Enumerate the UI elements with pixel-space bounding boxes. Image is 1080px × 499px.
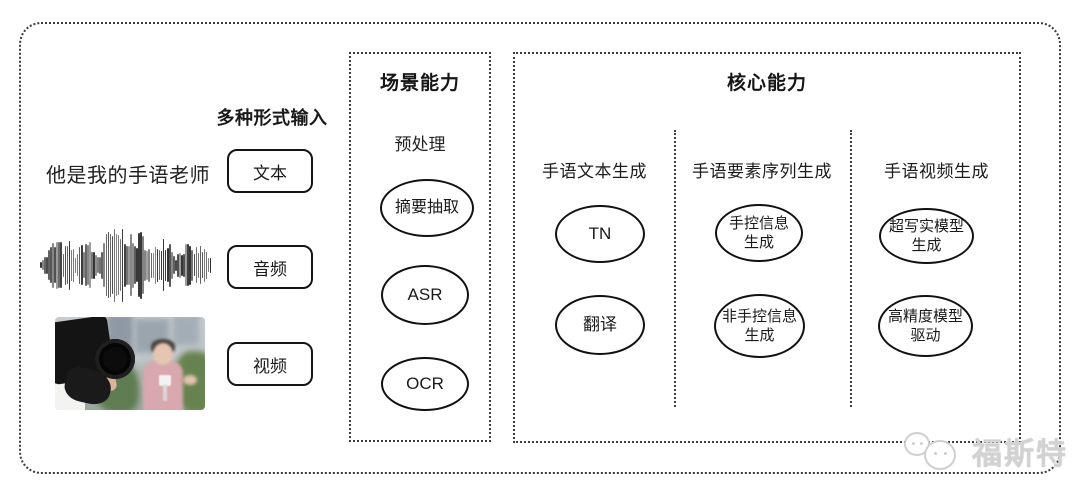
photo-microphone-stem — [163, 385, 167, 401]
node-manual-info-generation: 手控信息 生成 — [715, 204, 803, 262]
photo-reporter-face — [153, 343, 173, 365]
core-capability-box: 核心能力 手语文本生成 手语要素序列生成 手语视频生成 TN 翻译 手控信息 生… — [513, 52, 1021, 443]
node-non-manual-info-generation: 非手控信息 生成 — [714, 294, 805, 358]
input-type-audio-label: 音频 — [253, 259, 287, 279]
photo-microphone — [159, 375, 171, 386]
video-example-photo — [55, 317, 205, 410]
scene-capability-title: 场景能力 — [379, 73, 460, 94]
column-header-sl-text-generation: 手语文本生成 — [542, 162, 647, 181]
node-ocr: OCR — [381, 357, 469, 411]
audio-waveform-image — [40, 228, 212, 302]
watermark-face-icon — [924, 440, 956, 470]
input-type-video-box: 视频 — [227, 342, 313, 386]
photo-building-shape — [173, 317, 199, 345]
photo-camera-lens — [95, 339, 135, 379]
input-type-video-label: 视频 — [253, 356, 287, 376]
column-header-sl-element-sequence-generation: 手语要素序列生成 — [692, 162, 832, 181]
watermark-mascot-icon — [900, 428, 972, 474]
scene-capability-box: 场景能力 预处理 摘要抽取 ASR OCR — [349, 52, 491, 442]
column-divider — [674, 130, 676, 407]
column-divider — [850, 130, 852, 407]
node-summary-extraction: 摘要抽取 — [380, 179, 474, 237]
input-section-label: 多种形式输入 — [216, 108, 328, 128]
watermark-text: 福斯特 — [972, 438, 1068, 471]
column-header-sl-video-generation: 手语视频生成 — [884, 162, 989, 181]
node-hyperrealistic-model-generation: 超写实模型 生成 — [879, 208, 974, 264]
outer-dotted-frame — [19, 22, 1061, 474]
node-translation: 翻译 — [555, 295, 645, 355]
preprocessing-label: 预处理 — [394, 135, 446, 154]
input-type-text-box: 文本 — [227, 149, 313, 193]
watermark: 福斯特 — [900, 428, 1068, 474]
core-capability-title: 核心能力 — [726, 73, 807, 94]
node-asr: ASR — [381, 265, 469, 325]
sample-text-sentence: 他是我的手语老师 — [46, 165, 210, 187]
input-type-audio-box: 音频 — [227, 245, 313, 289]
input-type-text-label: 文本 — [253, 163, 287, 183]
node-tn: TN — [555, 205, 645, 263]
node-high-precision-model-driving: 高精度模型 驱动 — [878, 295, 973, 357]
photo-reporter-hand — [183, 375, 197, 385]
